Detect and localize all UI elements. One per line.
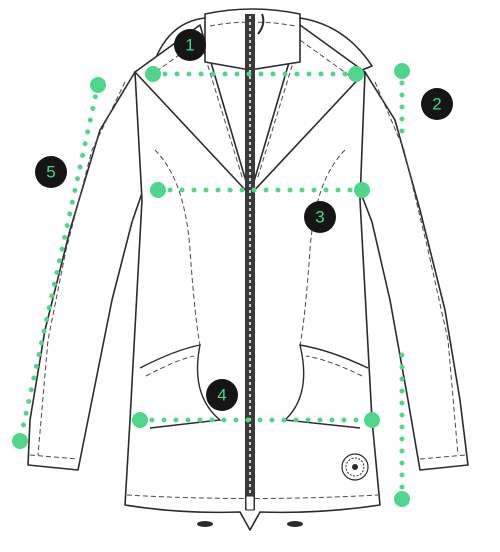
badge-3: 3 [304, 201, 336, 233]
left-lapel-seam [149, 39, 244, 181]
badge-3-label: 3 [315, 208, 324, 227]
badge-2-label: 2 [432, 95, 441, 114]
badge-5: 5 [35, 156, 67, 188]
badge-4-label: 4 [217, 386, 226, 405]
zipper-pull [257, 13, 265, 35]
right-lapel [249, 24, 366, 196]
hem-left-point [132, 412, 148, 428]
badge-2: 2 [421, 88, 453, 120]
right-pocket [283, 344, 369, 429]
right-sleeve-seam [374, 81, 459, 456]
shoulder-right-point [348, 66, 364, 82]
sleeve-cap-point [394, 63, 410, 79]
left-princess-seam [154, 149, 201, 346]
right-pocket-topstitch [305, 355, 363, 377]
left-lapel [134, 24, 251, 196]
badge-1-label: 1 [185, 36, 194, 55]
sleeve-length-measure-line [17, 82, 101, 444]
measurement-points [12, 63, 410, 507]
zipper-stop [245, 495, 255, 511]
shoulder-left-point [145, 66, 161, 82]
right-drawcord [287, 521, 303, 527]
right-princess-seam [299, 149, 346, 346]
chest-right-point [354, 182, 370, 198]
brand-logo-icon [341, 453, 369, 481]
chest-left-point [150, 182, 166, 198]
badge-1: 1 [174, 29, 206, 61]
hem-right-point [364, 412, 380, 428]
left-pocket [139, 344, 222, 429]
badge-5-label: 5 [46, 163, 55, 182]
left-drawcord [197, 521, 213, 527]
sleeve-top-point [90, 77, 106, 93]
back-length-bottom-point [394, 491, 410, 507]
badge-4: 4 [206, 379, 238, 411]
left-cuff-seam [29, 454, 79, 460]
right-sleeve [351, 71, 469, 471]
left-pocket-topstitch [145, 355, 195, 377]
left-sleeve-seam [37, 81, 126, 456]
measurement-lines [17, 68, 405, 502]
right-lapel-seam [256, 39, 351, 181]
sleeve-cuff-point [12, 433, 28, 449]
left-sleeve [27, 71, 151, 471]
